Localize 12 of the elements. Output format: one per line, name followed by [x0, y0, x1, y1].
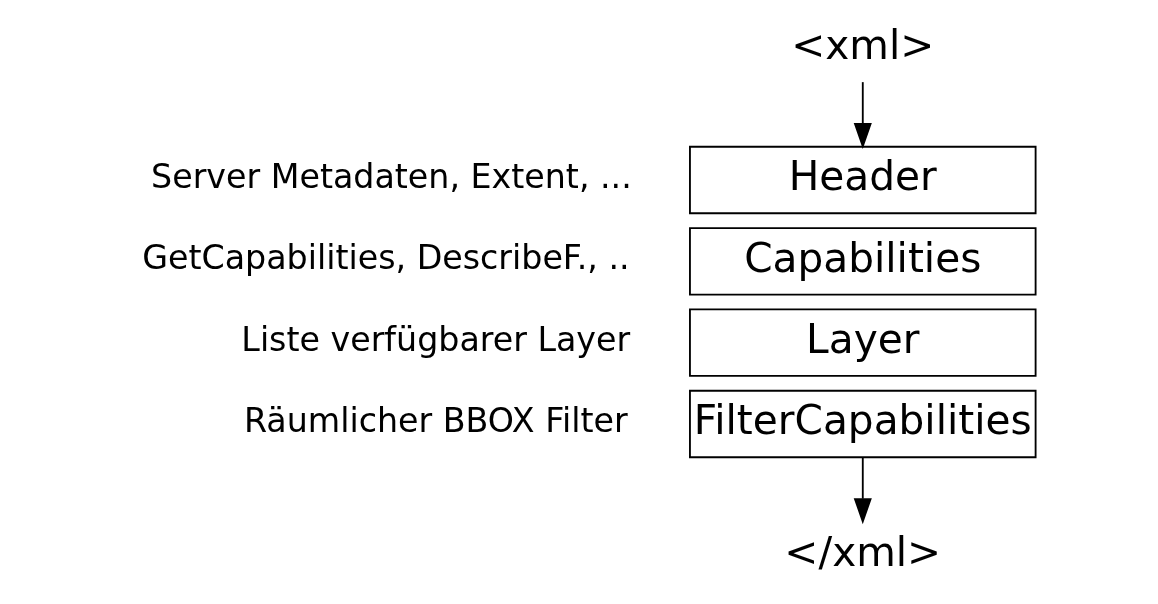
node-label: GetCapabilities, DescribeF., .. — [141, 238, 630, 278]
node-box: FilterCapabilities — [688, 389, 1037, 459]
node-box: Layer — [688, 308, 1037, 377]
node-text: <xml> — [790, 21, 934, 70]
arrow — [853, 81, 872, 149]
node-text: </xml> — [783, 527, 941, 576]
node-label: Liste verfügbarer Layer — [240, 319, 630, 359]
node-label: Server Metadaten, Extent, ... — [150, 157, 632, 197]
arrow — [853, 456, 872, 525]
node-box: Header — [688, 145, 1037, 215]
node-box: Capabilities — [688, 227, 1037, 296]
node-label: Räumlicher BBOX Filter — [243, 401, 628, 441]
